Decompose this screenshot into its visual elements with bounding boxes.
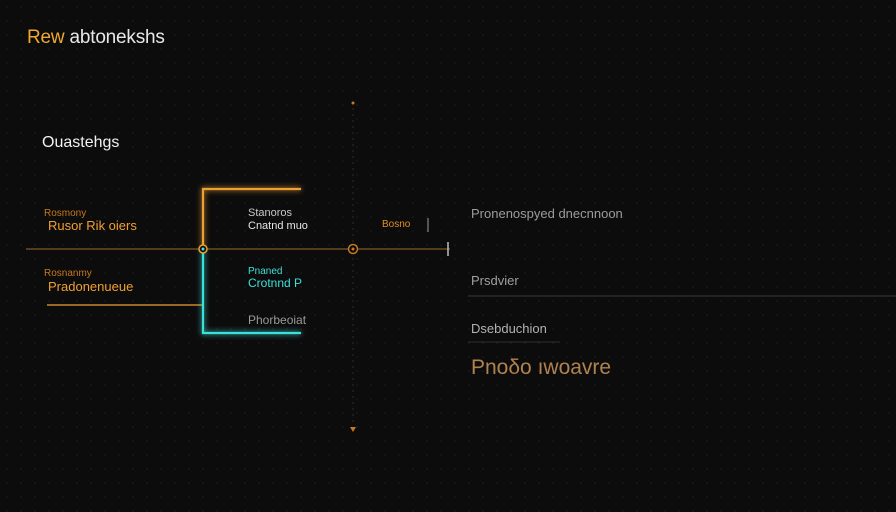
output-label-4: Pnoδo ıwoavre bbox=[471, 356, 612, 379]
page-title: Rew abtonekshs bbox=[27, 27, 165, 49]
title-accent: Rew bbox=[27, 27, 65, 48]
output-label-1: Pronenospyed dnecnnoon bbox=[471, 206, 623, 221]
axis-bottom-arrow bbox=[350, 427, 356, 432]
output-label-3: Dsebduchion bbox=[471, 321, 547, 336]
branch-cyan bbox=[201, 249, 301, 335]
branch-orange bbox=[201, 187, 301, 249]
axis-top-dot bbox=[351, 101, 355, 105]
title-rest: abtonekshs bbox=[64, 27, 165, 48]
input-2-label: Pradonenueue bbox=[48, 279, 134, 294]
mid-label: Bosno bbox=[382, 219, 411, 230]
branch-2-label: Crotnnd P bbox=[248, 276, 303, 290]
section-title: Ouastehgs bbox=[42, 134, 120, 151]
junction-node-core bbox=[201, 247, 205, 251]
output-label-2: Prsdvier bbox=[471, 273, 519, 288]
input-1-heading: Rosmony bbox=[44, 208, 87, 219]
branch-2-heading: Pnaned bbox=[248, 266, 283, 277]
branch-1-heading: Stanoros bbox=[248, 207, 293, 219]
input-2-heading: Rosnanmy bbox=[44, 268, 92, 279]
branch-3-label: Phorbeoiat bbox=[248, 313, 307, 327]
branch-1-label: Cnatnd muo bbox=[248, 220, 308, 232]
axis-node-core bbox=[351, 247, 355, 251]
input-1-label: Rusor Rik oiers bbox=[48, 218, 137, 233]
